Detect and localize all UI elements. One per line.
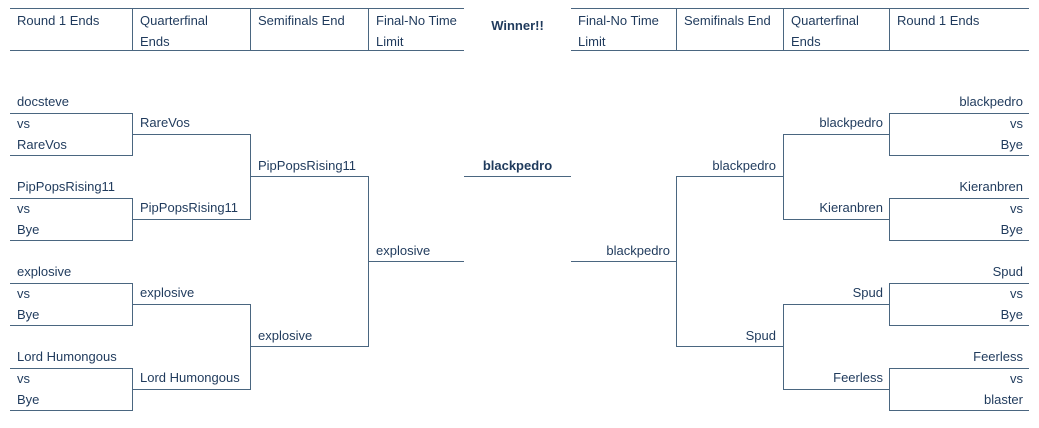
bracket-line bbox=[10, 155, 133, 156]
bracket-line bbox=[251, 346, 369, 347]
bracket-line bbox=[889, 325, 1029, 326]
left-r1-m4-top: Lord Humongous bbox=[17, 349, 117, 364]
bracket-line bbox=[132, 198, 133, 241]
left-final: explosive bbox=[376, 243, 431, 258]
bracket-line bbox=[676, 176, 784, 177]
header-right-semifinal: Semifinals End bbox=[684, 13, 771, 28]
left-r1-m2-bottom: Bye bbox=[17, 222, 40, 237]
winner-name: blackpedro bbox=[482, 158, 553, 173]
left-sf-1: PipPopsRising11 bbox=[258, 158, 357, 173]
right-sf-1: blackpedro bbox=[712, 158, 776, 173]
bracket-line bbox=[369, 261, 464, 262]
bracket-line bbox=[132, 283, 133, 326]
left-r1-m3-top: explosive bbox=[17, 264, 72, 279]
bracket-line bbox=[889, 368, 1029, 369]
winner-heading: Winner!! bbox=[491, 18, 544, 33]
winner-line bbox=[464, 176, 571, 177]
header-divider bbox=[250, 8, 251, 51]
right-r1-m1-top: blackpedro bbox=[959, 94, 1023, 109]
bracket-line bbox=[10, 113, 133, 114]
bracket-line bbox=[889, 283, 1029, 284]
bracket-line bbox=[10, 240, 133, 241]
bracket-line bbox=[783, 389, 890, 390]
bracket-line bbox=[783, 134, 890, 135]
right-r1-m4-vs: vs bbox=[1010, 371, 1023, 386]
bracket-line bbox=[133, 219, 251, 220]
left-qf-4: Lord Humongous bbox=[140, 370, 240, 385]
bracket-line bbox=[368, 176, 369, 347]
header-left-semifinal: Semifinals End bbox=[258, 13, 345, 28]
left-qf-1: RareVos bbox=[140, 115, 190, 130]
bracket-line bbox=[889, 113, 1029, 114]
header-right-round1: Round 1 Ends bbox=[897, 13, 980, 28]
left-r1-m4-bottom: Bye bbox=[17, 392, 40, 407]
bracket-line bbox=[889, 198, 1029, 199]
header-top-border-left bbox=[10, 8, 464, 9]
bracket-line bbox=[251, 176, 369, 177]
right-r1-m3-vs: vs bbox=[1010, 286, 1023, 301]
bracket-line bbox=[889, 155, 1029, 156]
right-r1-m2-top: Kieranbren bbox=[959, 179, 1023, 194]
bracket-line bbox=[250, 134, 251, 220]
left-sf-2: explosive bbox=[258, 328, 313, 343]
bracket-line bbox=[10, 283, 133, 284]
bracket-line bbox=[783, 134, 784, 220]
header-divider bbox=[889, 8, 890, 51]
left-r1-m1-vs: vs bbox=[17, 116, 30, 131]
bracket-line bbox=[133, 304, 251, 305]
left-r1-m4-vs: vs bbox=[17, 371, 30, 386]
right-sf-2: Spud bbox=[745, 328, 776, 343]
header-divider bbox=[783, 8, 784, 51]
bracket-line bbox=[132, 368, 133, 411]
right-r1-m3-bottom: Bye bbox=[1000, 307, 1023, 322]
bracket-line bbox=[676, 346, 784, 347]
right-r1-m1-vs: vs bbox=[1010, 116, 1023, 131]
header-right-quarterfinal: Quarterfinal Ends bbox=[791, 13, 859, 49]
left-qf-2: PipPopsRising11 bbox=[140, 200, 239, 215]
header-divider bbox=[676, 8, 677, 51]
right-r1-m4-top: Feerless bbox=[973, 349, 1023, 364]
bracket-line bbox=[889, 410, 1029, 411]
right-r1-m3-top: Spud bbox=[992, 264, 1023, 279]
bracket-line bbox=[250, 304, 251, 390]
left-r1-m1-bottom: RareVos bbox=[17, 137, 67, 152]
left-r1-m3-bottom: Bye bbox=[17, 307, 40, 322]
bracket-line bbox=[571, 261, 677, 262]
header-right-final: Final-No Time Limit bbox=[578, 13, 659, 49]
header-bottom-border-right bbox=[571, 50, 1029, 51]
right-qf-2: Kieranbren bbox=[819, 200, 883, 215]
bracket-line bbox=[133, 134, 251, 135]
right-qf-3: Spud bbox=[852, 285, 883, 300]
bracket-line bbox=[783, 219, 890, 220]
bracket-line bbox=[889, 240, 1029, 241]
bracket-line bbox=[10, 410, 133, 411]
bracket-line bbox=[133, 389, 251, 390]
right-r1-m1-bottom: Bye bbox=[1000, 137, 1023, 152]
right-r1-m2-vs: vs bbox=[1010, 201, 1023, 216]
header-top-border-right bbox=[571, 8, 1029, 9]
header-divider bbox=[132, 8, 133, 51]
bracket-line bbox=[132, 113, 133, 156]
bracket-line bbox=[10, 325, 133, 326]
right-qf-4: Feerless bbox=[833, 370, 883, 385]
right-r1-m4-bottom: blaster bbox=[983, 392, 1023, 407]
header-divider bbox=[368, 8, 369, 51]
left-r1-m3-vs: vs bbox=[17, 286, 30, 301]
bracket-line bbox=[10, 198, 133, 199]
bracket-line bbox=[783, 304, 890, 305]
header-bottom-border-left bbox=[10, 50, 464, 51]
left-qf-3: explosive bbox=[140, 285, 195, 300]
bracket-line bbox=[10, 368, 133, 369]
header-left-quarterfinal: Quarterfinal Ends bbox=[140, 13, 208, 49]
right-qf-1: blackpedro bbox=[819, 115, 883, 130]
left-r1-m1-top: docsteve bbox=[17, 94, 70, 109]
left-r1-m2-vs: vs bbox=[17, 201, 30, 216]
right-final: blackpedro bbox=[606, 243, 670, 258]
header-left-final: Final-No Time Limit bbox=[376, 13, 457, 49]
left-r1-m2-top: PipPopsRising11 bbox=[17, 179, 116, 194]
bracket-line bbox=[783, 304, 784, 390]
header-left-round1: Round 1 Ends bbox=[17, 13, 100, 28]
right-r1-m2-bottom: Bye bbox=[1000, 222, 1023, 237]
